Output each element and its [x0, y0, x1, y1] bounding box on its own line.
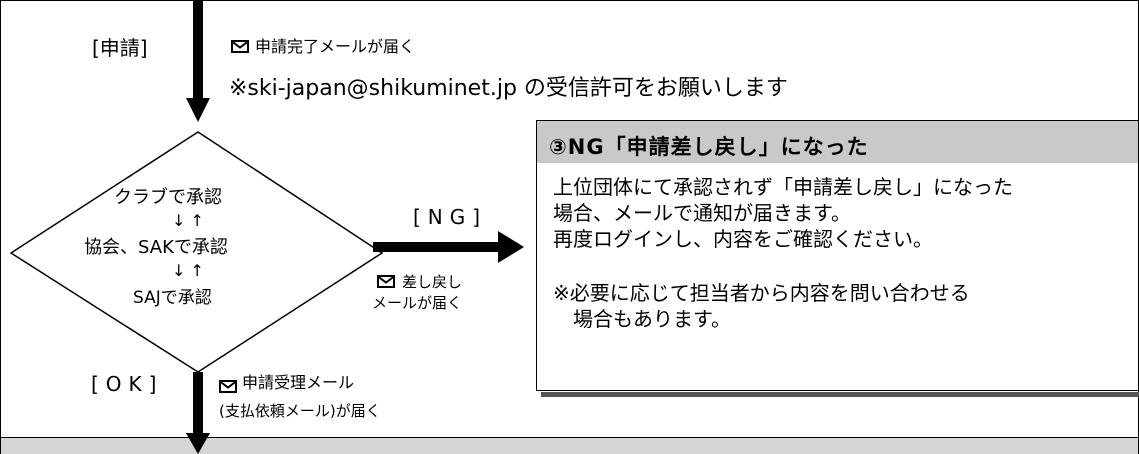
envelope-icon	[219, 380, 237, 393]
ng-arrowhead	[498, 231, 524, 263]
ng-card-line: 場合、メールで通知が届きます。	[553, 201, 851, 225]
ng-card-line: 上位団体にて承認されず「申請差し戻し」になった	[553, 175, 1013, 199]
apply-label: [申請]	[92, 36, 148, 60]
envelope-icon	[377, 275, 395, 288]
approval-arrows-2: ↓ ↑	[172, 261, 204, 280]
ng-card-line: 場合もあります。	[553, 307, 731, 331]
apply-arrowhead	[186, 98, 210, 122]
ng-arrow-shaft	[373, 242, 501, 252]
ng-card-body: 上位団体にて承認されず「申請差し戻し」になった 場合、メールで通知が届きます。 …	[536, 163, 1139, 391]
ng-mail-line1: 差し戻し	[402, 273, 463, 291]
next-step-band	[1, 437, 1138, 454]
approval-arrows-1: ↓ ↑	[172, 211, 204, 230]
mail-whitelist-note: ※ski-japan@shikuminet.jp の受信許可をお願いします	[229, 76, 788, 101]
ok-mail-line1: 申請受理メール	[242, 373, 355, 392]
envelope-icon	[231, 40, 249, 53]
ng-label: [NG]	[413, 205, 488, 229]
ng-card-line: 再度ログインし、内容をご確認ください。	[553, 227, 933, 251]
club-approval: クラブで承認	[114, 187, 222, 208]
ok-arrow-shaft	[193, 372, 203, 440]
association-approval: 協会、SAKで承認	[84, 237, 228, 258]
ng-card-title: ③NG「申請差し戻し」になった	[549, 135, 869, 159]
apply-arrow-shaft	[193, 0, 203, 105]
apply-mail-text: 申請完了メールが届く	[255, 37, 416, 56]
ok-mail-line2: (支払依頼メール)が届く	[219, 402, 381, 420]
ng-card-line: ※必要に応じて担当者から内容を問い合わせる	[553, 281, 970, 305]
ng-info-card: ③NG「申請差し戻し」になった 上位団体にて承認されず「申請差し戻し」になった …	[536, 120, 1139, 392]
ng-card-header: ③NG「申請差し戻し」になった	[536, 120, 1139, 164]
saj-approval: SAJで承認	[133, 288, 212, 308]
ng-mail-line2: メールが届く	[372, 294, 463, 312]
ok-label: [OK]	[91, 372, 164, 396]
